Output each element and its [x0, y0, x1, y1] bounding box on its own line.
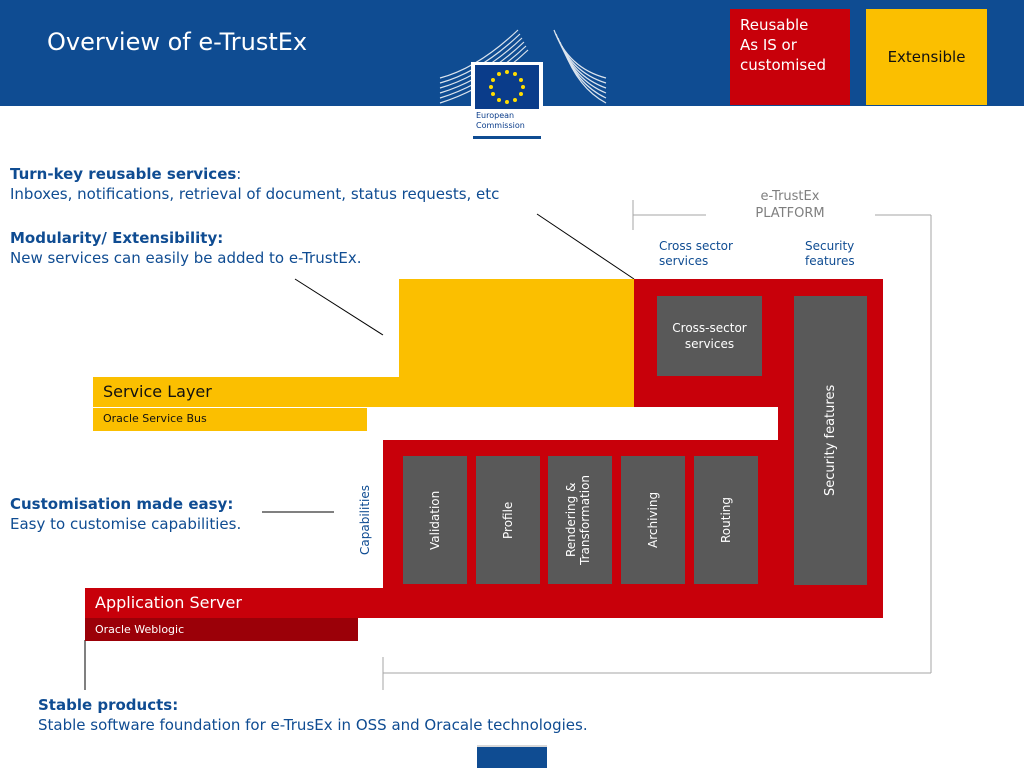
- note-stable: Stable products: Stable software foundat…: [38, 696, 588, 734]
- note-customisation: Customisation made easy: Easy to customi…: [10, 495, 242, 533]
- ec-logo-bar: [473, 136, 541, 139]
- note-turnkey: Turn-key reusable services: Inboxes, not…: [10, 165, 500, 203]
- capability-archiving: Archiving: [621, 456, 685, 584]
- capability-validation: Validation: [403, 456, 467, 584]
- bottom-tab: [477, 745, 547, 768]
- capabilities-label: Capabilities: [358, 485, 372, 555]
- oracle-weblogic-bar: [85, 618, 358, 641]
- cross-sector-label: Cross sector services: [659, 239, 733, 268]
- page-title: Overview of e-TrustEx: [47, 28, 308, 56]
- security-features-box: Security features: [794, 296, 867, 585]
- legend-reusable: Reusable As IS or customised: [730, 9, 850, 105]
- service-layer-bar: [93, 377, 399, 407]
- capability-rendering-transformation: Rendering & Transformation: [548, 456, 612, 584]
- note-modularity: Modularity/ Extensibility: New services …: [10, 229, 362, 267]
- oracle-service-bus-label: Oracle Service Bus: [103, 412, 207, 425]
- capability-routing: Routing: [694, 456, 758, 584]
- application-server-label: Application Server: [95, 593, 242, 612]
- oracle-service-bus-bar: [93, 407, 367, 431]
- ec-logo-text: European Commission: [476, 111, 525, 130]
- eu-flag-icon: [475, 65, 539, 109]
- oracle-weblogic-label: Oracle Weblogic: [95, 623, 185, 636]
- application-server-bar: [85, 588, 383, 618]
- service-layer-label: Service Layer: [103, 382, 212, 401]
- security-label: Security features: [805, 239, 855, 268]
- ec-building-graphic: [439, 29, 607, 104]
- platform-label: e-TrustEx PLATFORM: [755, 189, 825, 221]
- legend-extensible: Extensible: [866, 9, 987, 105]
- capability-profile: Profile: [476, 456, 540, 584]
- extensible-block: [399, 279, 634, 407]
- cross-sector-services-box: Cross-sector services: [657, 296, 762, 376]
